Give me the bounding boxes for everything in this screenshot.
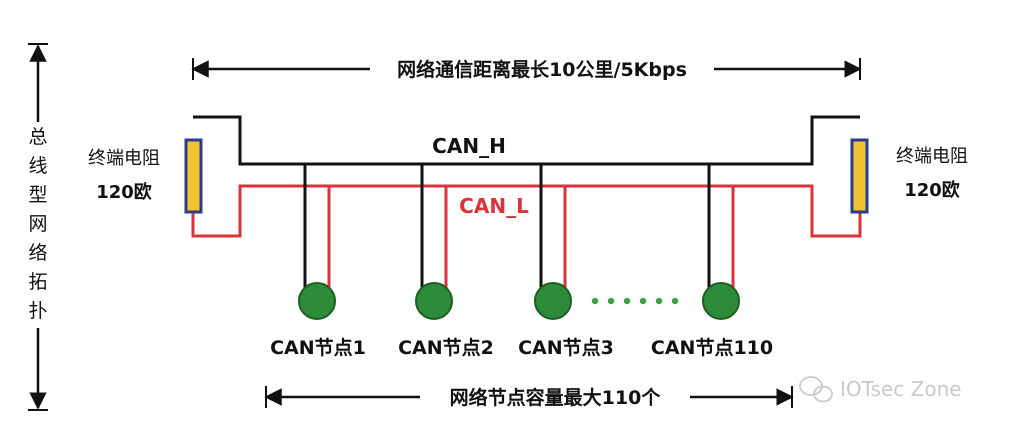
ellipsis-dot [623, 297, 631, 305]
can-node-2: CAN节点2 [398, 164, 494, 359]
ellipsis-dot [671, 297, 679, 305]
nodes-layer: CAN节点1 CAN节点2 CAN节点3 CAN节点110 [270, 164, 773, 359]
node-label: CAN节点3 [518, 337, 614, 359]
left-terminator-resistor [184, 138, 203, 214]
can-node-3: CAN节点3 [518, 164, 614, 359]
left-terminator-label: 终端电阻 [88, 148, 160, 169]
right-terminator-value: 120欧 [904, 179, 960, 201]
node-label: CAN节点1 [270, 337, 366, 359]
can-low-wire [191, 184, 862, 238]
watermark: IOTsec Zone [799, 376, 962, 403]
right-terminator-resistor [850, 138, 869, 214]
wechat-icon [799, 376, 833, 403]
bottom-span-arrow [264, 384, 794, 410]
can-high-wire [193, 115, 860, 166]
left-terminator-value: 120欧 [96, 181, 152, 203]
ellipsis-dot [591, 297, 599, 305]
top-span-label: 网络通信距离最长10公里/5Kbps [397, 58, 687, 81]
vertical-label-char: 拓 [28, 271, 47, 293]
node-circle [415, 282, 453, 320]
ellipsis-dots [591, 297, 679, 305]
vertical-label-char: 型 [28, 184, 47, 206]
vertical-label-char: 网 [28, 213, 47, 235]
watermark-text: IOTsec Zone [840, 377, 962, 401]
vertical-label-char: 络 [28, 242, 47, 264]
vertical-span-arrow [24, 43, 52, 411]
ellipsis-dot [639, 297, 647, 305]
node-label: CAN节点110 [651, 337, 773, 359]
right-terminator-label: 终端电阻 [896, 146, 968, 167]
node-circle [702, 282, 740, 320]
node-label: CAN节点2 [398, 337, 494, 359]
can-high-label: CAN_H [432, 134, 506, 158]
vertical-label-char: 总 [28, 126, 47, 148]
ellipsis-dot [655, 297, 663, 305]
can-low-label: CAN_L [459, 194, 529, 218]
ellipsis-dot [607, 297, 615, 305]
node-circle [298, 282, 336, 320]
bottom-span-label: 网络节点容量最大110个 [450, 386, 662, 409]
vertical-label-char: 扑 [28, 300, 47, 322]
vertical-label-char: 线 [28, 155, 47, 177]
can-node-1: CAN节点1 [270, 164, 366, 359]
node-circle [534, 282, 572, 320]
can-node-4: CAN节点110 [651, 164, 773, 359]
top-span-arrow [191, 56, 862, 82]
